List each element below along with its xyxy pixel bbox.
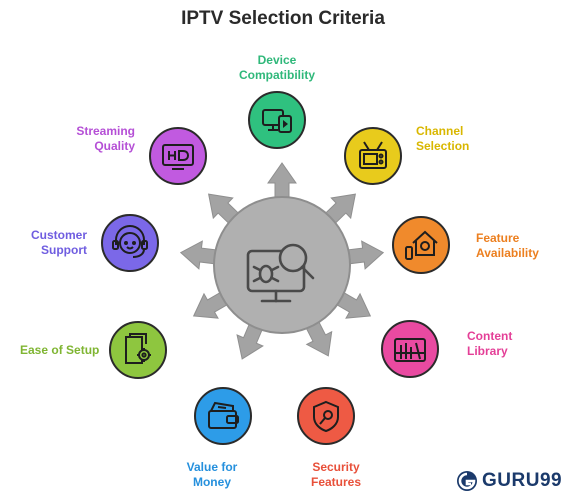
customer-support-node [101, 214, 159, 272]
node-circle [297, 387, 355, 445]
node-circle [194, 387, 252, 445]
security-features-node [297, 387, 355, 445]
hd-monitor-icon [162, 144, 194, 170]
node-circle [248, 91, 306, 149]
channel-selection-node [344, 127, 402, 185]
devices-icon [262, 109, 292, 133]
node-circle [101, 214, 159, 272]
node-circle [109, 321, 167, 379]
brand-logo: GURU99 [456, 470, 562, 492]
content-library-node [381, 320, 439, 378]
wallet-icon [208, 401, 239, 429]
feature-availability-node [392, 216, 450, 274]
label-ease-of-setup: Ease of Setup [20, 343, 100, 357]
smart-home-icon [405, 230, 438, 260]
settings-doc-icon [125, 333, 151, 364]
library-icon [394, 338, 426, 362]
brand-mark-icon [457, 471, 477, 491]
streaming-quality-node [149, 127, 207, 185]
node-circle [344, 127, 402, 185]
center-hub [213, 196, 351, 334]
brand-name: GURU99 [482, 470, 563, 491]
monitor-search-icon [246, 243, 315, 303]
shield-icon [313, 400, 339, 433]
tv-icon [359, 141, 387, 169]
headset-icon [112, 225, 148, 258]
ease-of-setup-node [109, 321, 167, 379]
device-compatibility-node [248, 91, 306, 149]
value-for-money-node [194, 387, 252, 445]
diagram-title: IPTV Selection Criteria [181, 8, 385, 29]
